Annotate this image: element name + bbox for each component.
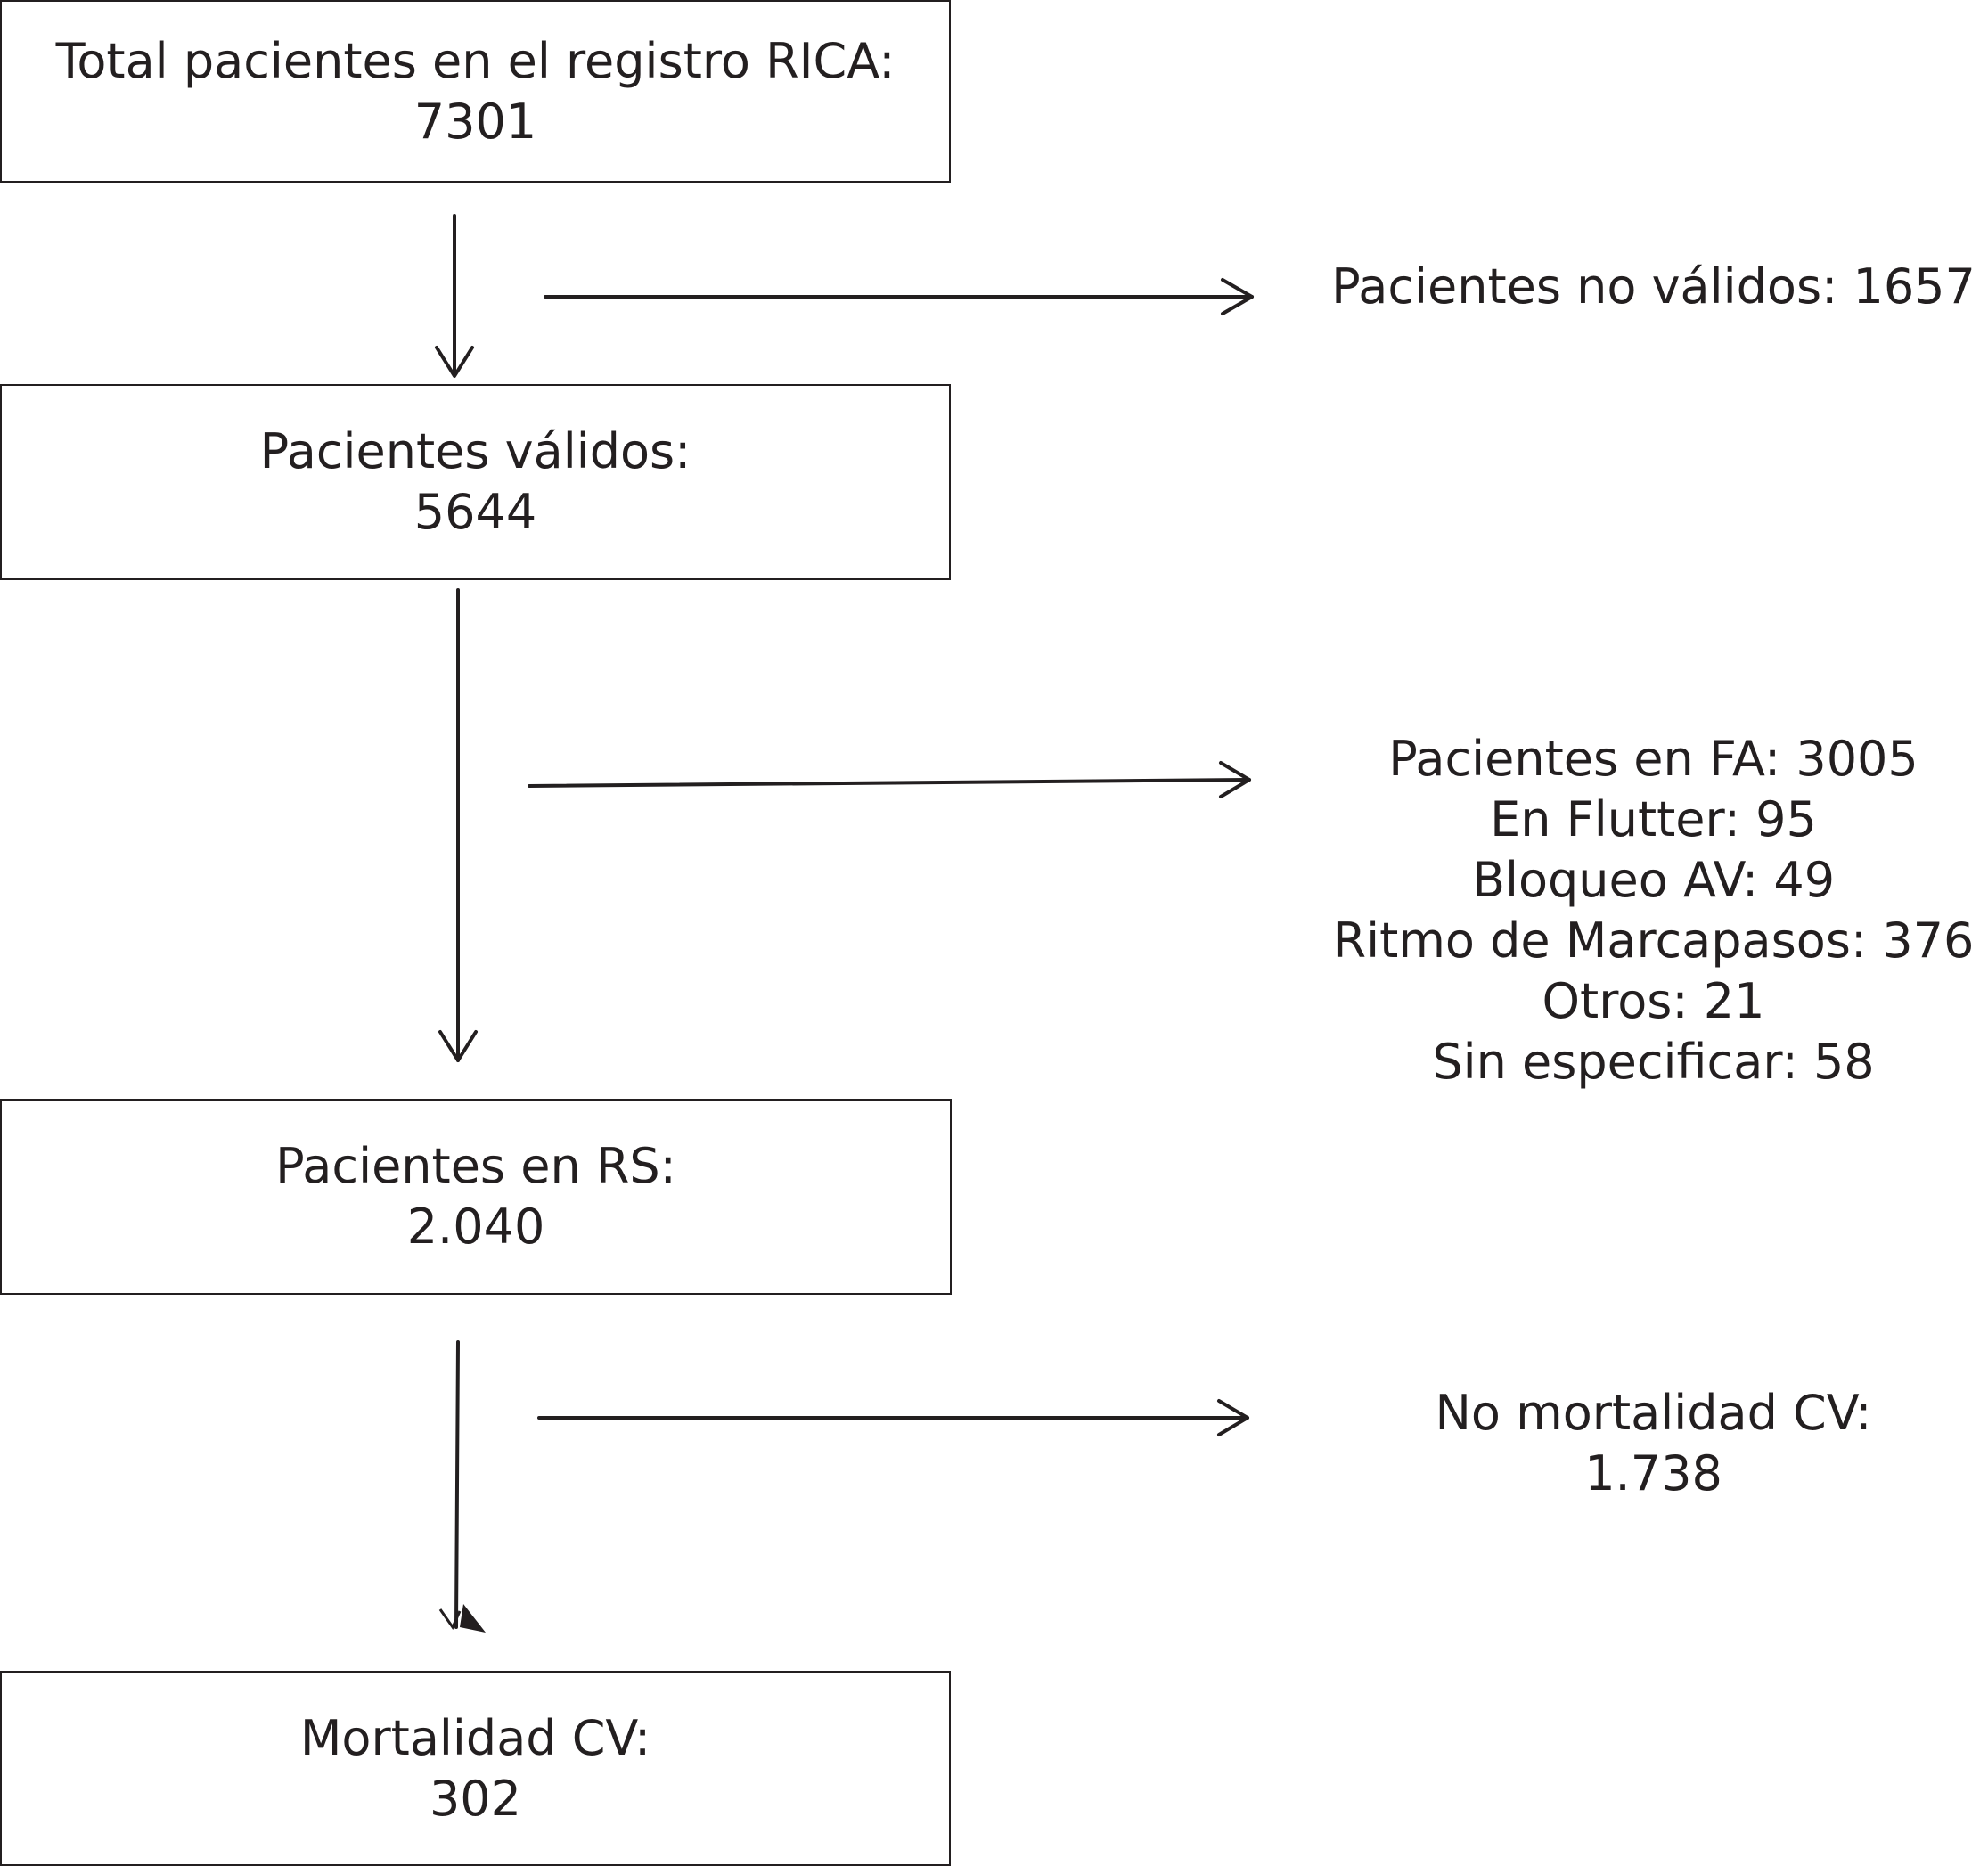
box-mortalidad-label: Mortalidad CV: [299, 1709, 651, 1766]
excluidos-item: Pacientes en FA: 3005 [1388, 731, 1918, 787]
box-rs-label: Pacientes en RS: [275, 1138, 676, 1194]
side-no-mortalidad: No mortalidad CV: 1.738 [1319, 1383, 1988, 1504]
side-no-validos-text: Pacientes no válidos: 1657 [1331, 258, 1976, 315]
down-arrow-1 [435, 214, 474, 378]
box-total-label: Total pacientes en el registro RICA: [55, 32, 896, 89]
box-mortalidad-value: 302 [429, 1770, 522, 1827]
box-pacientes-rs: Pacientes en RS: 2.040 [0, 1099, 952, 1295]
box-total-pacientes: Total pacientes en el registro RICA: 730… [0, 0, 951, 183]
right-arrow-3 [537, 1399, 1249, 1436]
down-arrow-3-tail-mark [438, 1608, 462, 1631]
no-mortalidad-label: No mortalidad CV: [1435, 1385, 1872, 1441]
excluidos-item: Sin especificar: 58 [1432, 1034, 1875, 1090]
box-validos-label: Pacientes válidos: [259, 423, 691, 479]
excluidos-item: Ritmo de Marcapasos: 376 [1332, 913, 1975, 969]
excluidos-item: Otros: 21 [1542, 973, 1765, 1029]
right-arrow-1 [544, 278, 1254, 315]
excluidos-item: Bloqueo AV: 49 [1471, 852, 1836, 908]
box-mortalidad-cv: Mortalidad CV: 302 [0, 1671, 951, 1866]
right-arrow-2 [528, 761, 1251, 798]
side-excluidos-list: Pacientes en FA: 3005 En Flutter: 95 Blo… [1319, 729, 1988, 1093]
box-validos-value: 5644 [413, 484, 537, 540]
box-pacientes-validos: Pacientes válidos: 5644 [0, 384, 951, 580]
box-total-value: 7301 [413, 93, 537, 150]
box-rs-value: 2.040 [406, 1199, 545, 1255]
side-no-validos: Pacientes no válidos: 1657 [1319, 257, 1988, 317]
no-mortalidad-value: 1.738 [1584, 1445, 1722, 1502]
down-arrow-3-head [460, 1604, 486, 1633]
excluidos-item: En Flutter: 95 [1490, 791, 1817, 847]
down-arrow-2 [438, 588, 478, 1062]
down-arrow-3 [454, 1340, 460, 1629]
